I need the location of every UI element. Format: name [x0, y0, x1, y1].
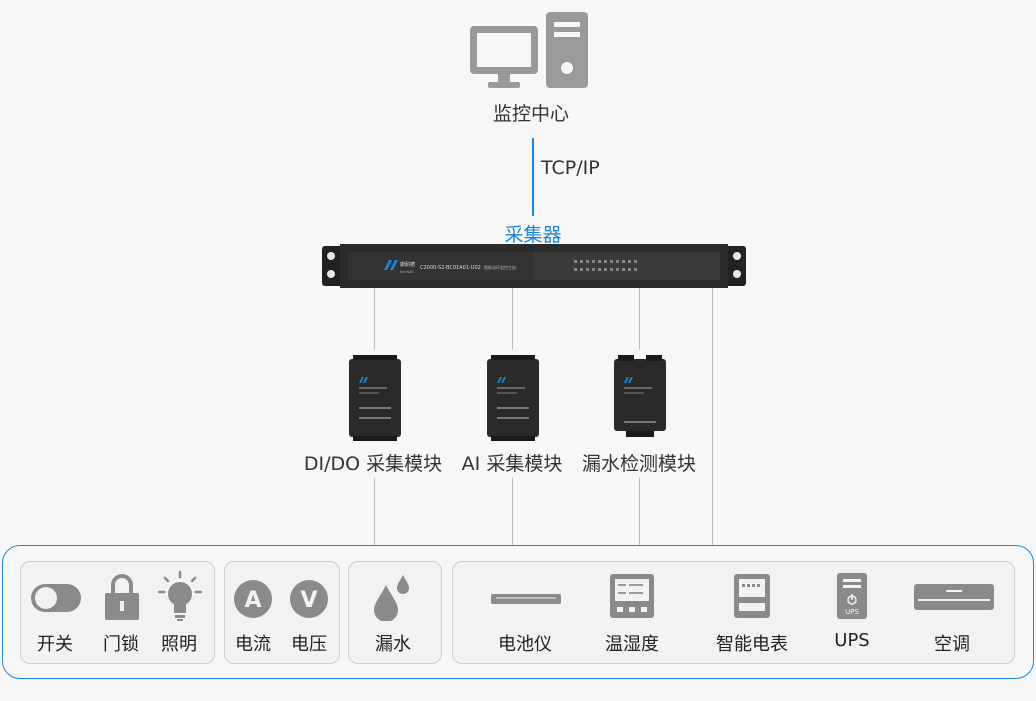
thermo-hygrometer-label: 温湿度	[605, 634, 659, 655]
leak-module-device	[614, 355, 666, 437]
water-drops-icon	[374, 575, 409, 621]
switch-label: 开关	[37, 634, 73, 655]
collector-brand-en: KonNaD	[400, 270, 414, 274]
toggle-switch-icon	[31, 584, 81, 612]
link-line-dido	[374, 288, 375, 350]
ups-label: UPS	[834, 630, 870, 651]
air-conditioner-label: 空调	[934, 634, 970, 655]
dido-module-device	[349, 355, 401, 441]
link-line-ai	[512, 288, 513, 350]
ai-module-label: AI 采集模块	[461, 453, 563, 475]
voltmeter-glyph: V	[300, 588, 317, 613]
smart-meter-label: 智能电表	[716, 634, 788, 655]
link-line-leak	[639, 288, 640, 350]
collector-brand: 康耐德	[400, 261, 415, 268]
ups-icon: UPS	[837, 573, 867, 619]
ai-module-device	[487, 355, 539, 441]
battery-meter-label: 电池仪	[498, 634, 552, 655]
collector-device: 康耐德 KonNaD C2000-S2-BC01A01-U02 智能动环监控主机	[322, 244, 746, 288]
air-conditioner-icon	[914, 584, 994, 610]
leak-module-label: 漏水检测模块	[581, 453, 697, 475]
link-line-leak-bottom	[639, 478, 640, 546]
dido-module-label: DI/DO 采集模块	[303, 453, 443, 475]
light-bulb-icon	[157, 570, 203, 621]
monitor-center-label: 监控中心	[492, 103, 570, 125]
thermo-hygrometer-icon	[610, 574, 654, 618]
ammeter-icon: A	[234, 580, 272, 618]
computer-icon	[470, 12, 588, 88]
link-line-ai-bottom	[512, 478, 513, 546]
ups-glyph: UPS	[845, 608, 859, 616]
padlock-icon	[105, 574, 139, 620]
current-label: 电流	[235, 634, 271, 655]
tcp-ip-label: TCP/IP	[541, 157, 600, 179]
tcp-ip-link-line	[532, 138, 534, 216]
lock-label: 门锁	[103, 634, 139, 655]
collector-label: 采集器	[504, 224, 562, 246]
ammeter-glyph: A	[244, 588, 261, 613]
voltmeter-icon: V	[290, 580, 328, 618]
smart-meter-icon	[734, 574, 770, 618]
link-line-serial	[712, 288, 713, 546]
collector-model-subtext: 智能动环监控主机	[484, 264, 516, 270]
voltage-label: 电压	[291, 634, 327, 655]
lighting-label: 照明	[161, 634, 197, 655]
link-line-dido-bottom	[374, 478, 375, 546]
battery-meter-icon	[491, 594, 561, 604]
leak-label: 漏水	[375, 634, 411, 655]
group-serial-devices	[452, 561, 1015, 664]
collector-model-text: C2000-S2-BC01A01-U02	[420, 265, 481, 271]
